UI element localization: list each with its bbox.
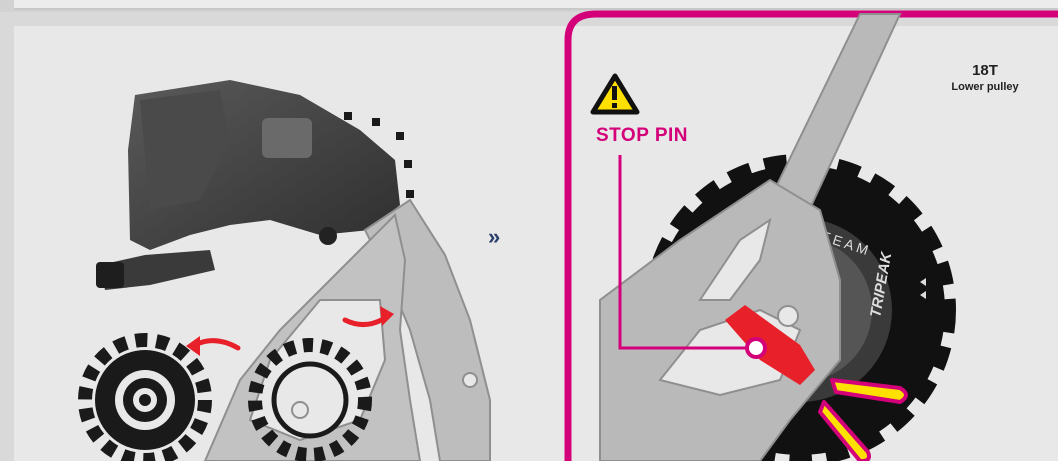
double-chevron-right-icon: » bbox=[488, 224, 496, 250]
stop-pin-marker bbox=[747, 339, 765, 357]
warning-triangle-icon bbox=[593, 76, 637, 112]
pulley-name: Lower pulley bbox=[920, 80, 1050, 94]
stop-pin-title: STOP PIN bbox=[596, 125, 688, 147]
detached-pulley-wheel bbox=[85, 340, 205, 460]
pulley-teeth-count: 18T bbox=[920, 62, 1050, 80]
pulley-spec-label: 18T Lower pulley bbox=[920, 62, 1050, 94]
pulley-cage-outline bbox=[205, 200, 490, 461]
